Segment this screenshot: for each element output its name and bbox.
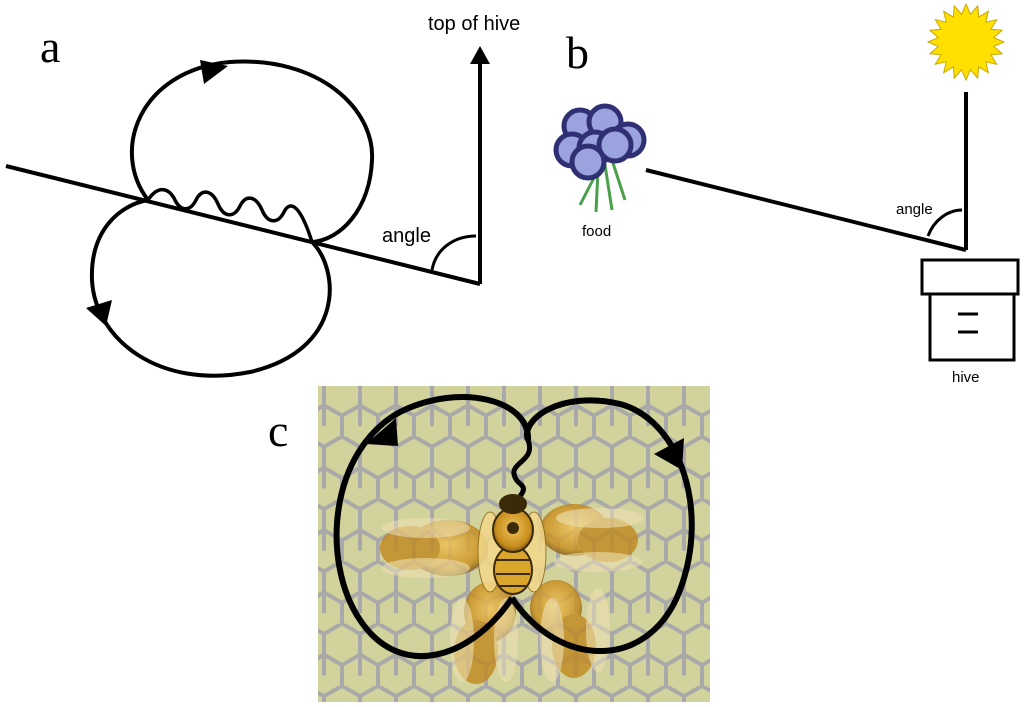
follower-bee-lower-left bbox=[450, 582, 518, 684]
top-of-hive-label: top of hive bbox=[428, 13, 520, 35]
angle-label-b: angle bbox=[896, 201, 933, 218]
panel-b: b food angle hive bbox=[553, 2, 1020, 386]
lower-return-loop bbox=[89, 198, 332, 378]
dance-waggle-segment bbox=[511, 439, 533, 498]
waggle-run bbox=[146, 187, 314, 243]
follower-bee-right bbox=[540, 504, 644, 572]
panel-b-letter: b bbox=[566, 27, 589, 78]
panel-c: c bbox=[268, 386, 710, 702]
dance-loop-left bbox=[333, 394, 532, 660]
follower-bee-left bbox=[380, 518, 488, 578]
up-arrowhead-icon bbox=[470, 46, 490, 64]
waggle-axis-line bbox=[5, 164, 481, 286]
panel-c-letter: c bbox=[268, 405, 288, 456]
angle-arc-a bbox=[430, 234, 477, 271]
hive-label: hive bbox=[952, 369, 980, 386]
panel-a: a top of hive angle bbox=[5, 13, 520, 378]
upper-loop-arrowhead-icon bbox=[200, 60, 228, 84]
angle-arc-b bbox=[926, 208, 963, 237]
upper-return-loop bbox=[130, 59, 375, 244]
panel-a-letter: a bbox=[40, 21, 60, 72]
hive-icon bbox=[920, 258, 1020, 362]
dance-loop-right bbox=[509, 397, 695, 654]
food-label: food bbox=[582, 223, 611, 240]
lower-loop-arrowhead-icon bbox=[86, 300, 112, 326]
food-direction-line bbox=[645, 168, 967, 252]
sun-icon bbox=[926, 2, 1006, 82]
dance-arrowhead-left-icon bbox=[366, 418, 398, 446]
dancer-bee bbox=[477, 494, 547, 595]
flower-bunch-icon bbox=[553, 103, 647, 213]
dance-arrowhead-right-icon bbox=[654, 438, 684, 470]
angle-label-a: angle bbox=[382, 225, 431, 247]
